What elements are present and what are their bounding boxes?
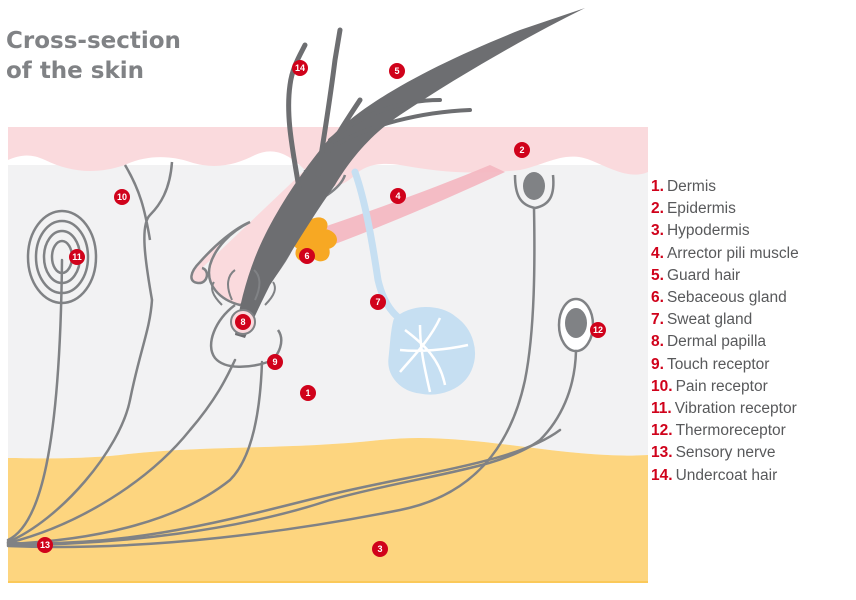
title-line-2: of the skin bbox=[6, 56, 181, 86]
svg-text:8: 8 bbox=[240, 317, 245, 327]
legend-label: Vibration receptor bbox=[675, 400, 797, 417]
legend-label: Touch receptor bbox=[667, 356, 770, 373]
legend-label: Sebaceous gland bbox=[667, 289, 787, 306]
legend-item-thermoreceptor: 12.Thermoreceptor bbox=[651, 420, 799, 442]
legend-number: 7. bbox=[651, 311, 664, 328]
legend-number: 3. bbox=[651, 222, 664, 239]
dermis-layer bbox=[8, 165, 648, 458]
legend-label: Pain receptor bbox=[676, 378, 768, 395]
marker-10: 10 bbox=[114, 189, 130, 205]
svg-text:4: 4 bbox=[395, 191, 400, 201]
legend-label: Dermis bbox=[667, 178, 716, 195]
legend-number: 1. bbox=[651, 178, 664, 195]
svg-text:1: 1 bbox=[305, 388, 310, 398]
legend-item-vibration-receptor: 11.Vibration receptor bbox=[651, 398, 799, 420]
legend-item-dermal-papilla: 8.Dermal papilla bbox=[651, 331, 799, 353]
legend-number: 8. bbox=[651, 333, 664, 350]
legend-label: Sensory nerve bbox=[676, 444, 776, 461]
legend-item-hypodermis: 3.Hypodermis bbox=[651, 220, 799, 242]
marker-7: 7 bbox=[370, 294, 386, 310]
marker-3: 3 bbox=[372, 541, 388, 557]
marker-11: 11 bbox=[69, 249, 85, 265]
legend-number: 14. bbox=[651, 467, 673, 484]
marker-6: 6 bbox=[299, 248, 315, 264]
marker-9: 9 bbox=[267, 354, 283, 370]
legend-label: Sweat gland bbox=[667, 311, 752, 328]
marker-14: 14 bbox=[292, 60, 308, 76]
svg-text:3: 3 bbox=[377, 544, 382, 554]
legend-number: 4. bbox=[651, 245, 664, 262]
legend-number: 10. bbox=[651, 378, 673, 395]
legend-item-epidermis: 2.Epidermis bbox=[651, 198, 799, 220]
legend-number: 5. bbox=[651, 267, 664, 284]
legend-label: Arrector pili muscle bbox=[667, 245, 799, 262]
svg-text:13: 13 bbox=[40, 540, 50, 550]
legend-item-arrector-pili-muscle: 4.Arrector pili muscle bbox=[651, 243, 799, 265]
svg-text:12: 12 bbox=[593, 325, 603, 335]
svg-text:6: 6 bbox=[304, 251, 309, 261]
title-line-1: Cross-section bbox=[6, 26, 181, 56]
legend-number: 9. bbox=[651, 356, 664, 373]
legend-item-dermis: 1.Dermis bbox=[651, 176, 799, 198]
legend: 1.Dermis 2.Epidermis 3.Hypodermis 4.Arre… bbox=[651, 176, 799, 487]
legend-label: Guard hair bbox=[667, 267, 740, 284]
hypodermis-layer bbox=[8, 438, 648, 582]
marker-4: 4 bbox=[390, 188, 406, 204]
marker-12: 12 bbox=[590, 322, 606, 338]
legend-number: 11. bbox=[651, 400, 672, 417]
marker-8: 8 bbox=[235, 314, 251, 330]
legend-label: Dermal papilla bbox=[667, 333, 766, 350]
legend-number: 2. bbox=[651, 200, 664, 217]
marker-2: 2 bbox=[514, 142, 530, 158]
legend-label: Undercoat hair bbox=[676, 467, 778, 484]
svg-text:14: 14 bbox=[295, 63, 305, 73]
svg-text:10: 10 bbox=[117, 192, 127, 202]
legend-item-guard-hair: 5.Guard hair bbox=[651, 265, 799, 287]
legend-item-sebaceous-gland: 6.Sebaceous gland bbox=[651, 287, 799, 309]
diagram-title: Cross-section of the skin bbox=[6, 26, 181, 86]
legend-label: Epidermis bbox=[667, 200, 736, 217]
legend-item-sensory-nerve: 13.Sensory nerve bbox=[651, 442, 799, 464]
thermoreceptor bbox=[559, 299, 593, 351]
legend-label: Thermoreceptor bbox=[676, 422, 786, 439]
legend-item-pain-receptor: 10.Pain receptor bbox=[651, 376, 799, 398]
legend-number: 13. bbox=[651, 444, 673, 461]
svg-text:2: 2 bbox=[519, 145, 524, 155]
marker-1: 1 bbox=[300, 385, 316, 401]
svg-text:9: 9 bbox=[272, 357, 277, 367]
legend-item-undercoat-hair: 14.Undercoat hair bbox=[651, 465, 799, 487]
svg-text:11: 11 bbox=[72, 252, 82, 262]
svg-text:7: 7 bbox=[375, 297, 380, 307]
legend-number: 12. bbox=[651, 422, 673, 439]
marker-13: 13 bbox=[37, 537, 53, 553]
legend-item-sweat-gland: 7.Sweat gland bbox=[651, 309, 799, 331]
legend-number: 6. bbox=[651, 289, 664, 306]
legend-label: Hypodermis bbox=[667, 222, 750, 239]
svg-text:5: 5 bbox=[394, 66, 399, 76]
marker-5: 5 bbox=[389, 63, 405, 79]
legend-item-touch-receptor: 9.Touch receptor bbox=[651, 354, 799, 376]
